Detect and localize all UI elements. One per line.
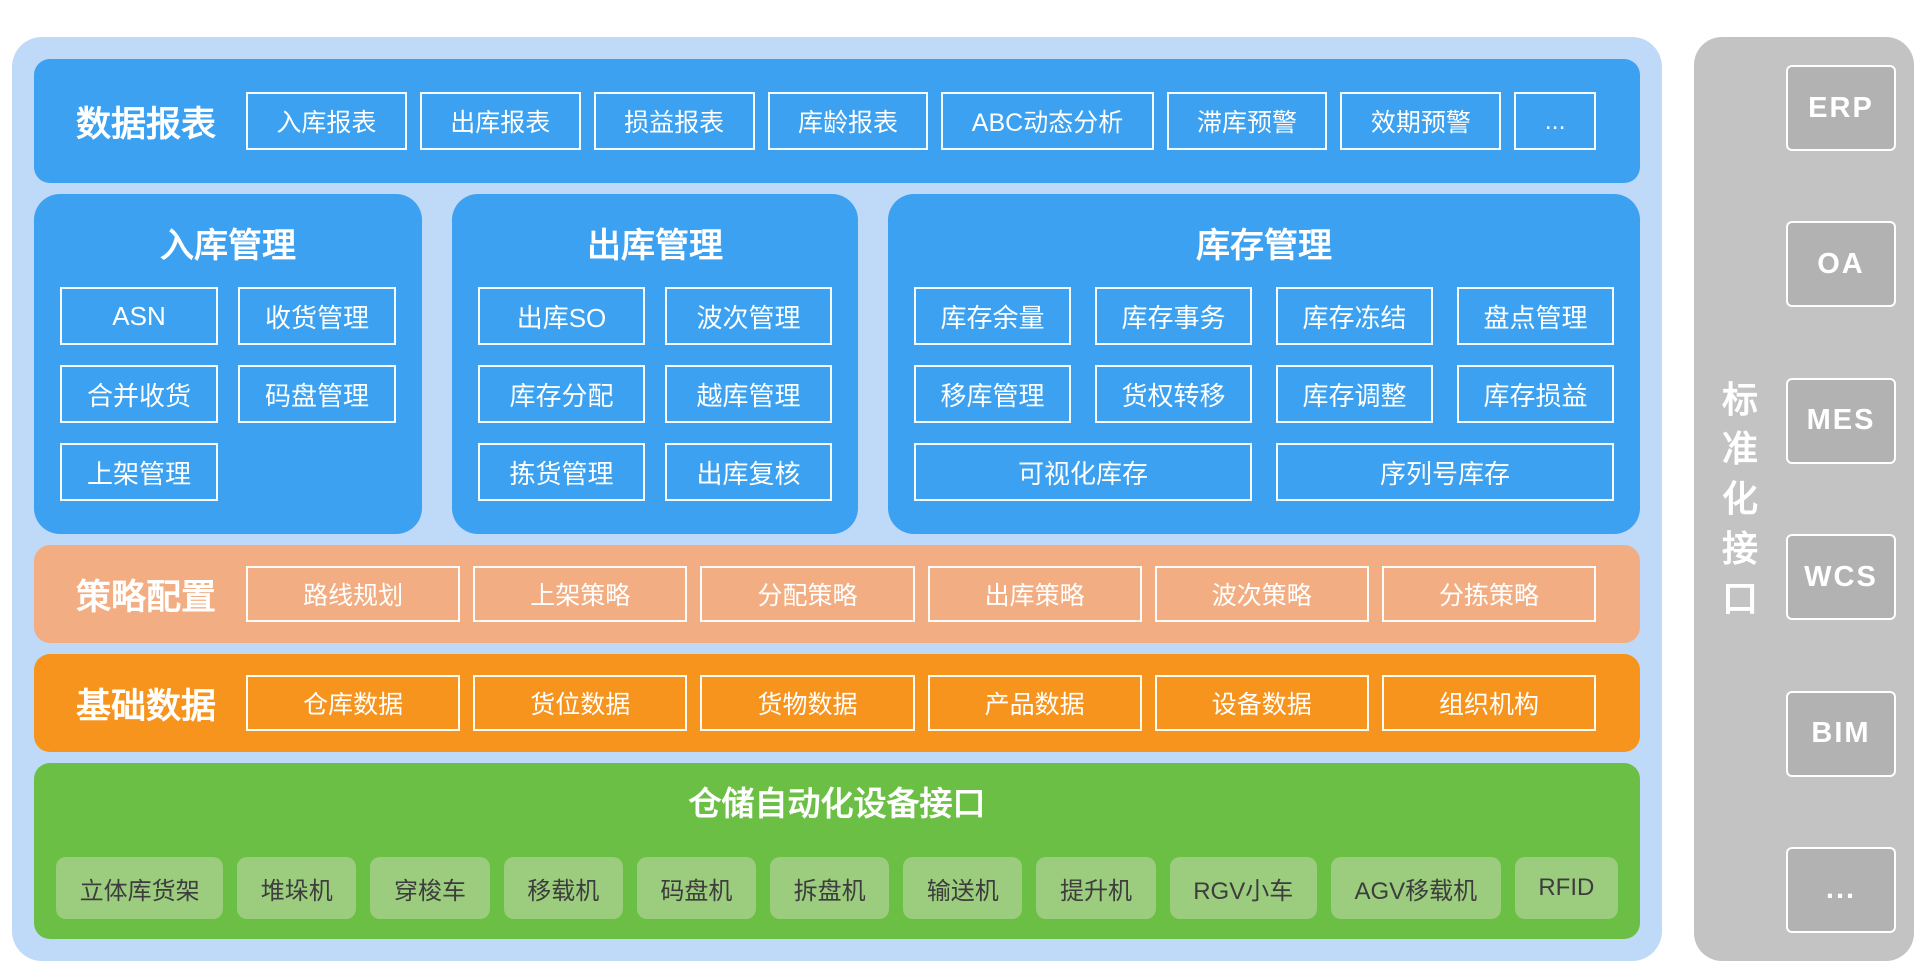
- strategy-item-box: 波次策略: [1154, 566, 1369, 622]
- inbound-item-box: ASN: [60, 287, 218, 345]
- device-item-box: 移载机: [503, 857, 623, 919]
- inventory-item-box: 库存调整: [1276, 365, 1433, 423]
- inventory-item-box: 盘点管理: [1457, 287, 1614, 345]
- inbound-item-box: 合并收货: [60, 365, 218, 423]
- inventory-wide-item-box: 可视化库存: [914, 443, 1252, 501]
- base-data-item-box: 产品数据: [927, 675, 1142, 731]
- base-data-item-box: 货物数据: [700, 675, 915, 731]
- outbound-item-box: 出库复核: [665, 443, 832, 501]
- report-item-box: 效期预警: [1340, 92, 1502, 150]
- device-item-box: 穿梭车: [370, 857, 490, 919]
- panel-outbound-items: 出库SO 波次管理库存分配越库管理拣货管理出库复核: [478, 287, 832, 501]
- inventory-item-box: 库存冻结: [1276, 287, 1433, 345]
- interface-system-box: ...: [1786, 846, 1896, 933]
- outbound-item-box: 越库管理: [665, 365, 832, 423]
- interface-system-box: BIM: [1786, 690, 1896, 777]
- device-item-box: 拆盘机: [770, 857, 890, 919]
- outbound-item-box: 库存分配: [478, 365, 645, 423]
- standard-interface-sidebar: 标准化接口 ERP OA MES WCS BIM...: [1694, 37, 1914, 961]
- report-bar-title: 数据报表: [76, 104, 217, 144]
- sidebar-title: 标准化接口: [1721, 378, 1758, 619]
- report-item-box: ...: [1514, 92, 1596, 150]
- panel-inbound-title: 入库管理: [160, 227, 296, 265]
- panel-inventory-wide-items: 可视化库存序列号库存: [914, 443, 1614, 501]
- panel-inbound-management: 入库管理 ASN 收货管理合并收货码盘管理上架管理: [34, 194, 422, 534]
- inventory-item-box: 货权转移: [1095, 365, 1252, 423]
- base-data-item-box: 组织机构: [1381, 675, 1597, 731]
- device-item-box: 立体库货架: [56, 857, 224, 919]
- panel-inventory-items: 库存余量库存事务库存冻结盘点管理移库管理货权转移库存调整库存损益: [914, 287, 1614, 423]
- strategy-item-box: 分拣策略: [1381, 566, 1597, 622]
- outbound-item-box: 波次管理: [665, 287, 832, 345]
- strategy-bar-title: 策略配置: [76, 577, 217, 617]
- base-data-section: 基础数据 仓库数据货位数据货物数据产品数据设备数据组织机构: [34, 654, 1640, 752]
- device-item-box: RFID: [1514, 857, 1618, 919]
- report-item-box: 入库报表: [246, 92, 407, 150]
- report-item-box: 损益报表: [593, 92, 755, 150]
- base-data-item-box: 货位数据: [473, 675, 688, 731]
- base-data-title: 基础数据: [76, 686, 217, 726]
- inventory-item-box: 库存余量: [914, 287, 1071, 345]
- outbound-item-box: 出库SO: [478, 287, 645, 345]
- strategy-bar-section: 策略配置 路线规划上架策略分配策略出库策略波次策略分拣策略: [34, 545, 1640, 643]
- interface-system-box: OA: [1786, 221, 1896, 308]
- report-item-box: 出库报表: [419, 92, 581, 150]
- strategy-item-box: 分配策略: [700, 566, 915, 622]
- outbound-item-box: 拣货管理: [478, 443, 645, 501]
- base-data-item-box: 设备数据: [1154, 675, 1369, 731]
- strategy-item-box: 上架策略: [473, 566, 688, 622]
- strategy-item-box: 出库策略: [927, 566, 1142, 622]
- panel-inventory-management: 库存管理 库存余量库存事务库存冻结盘点管理移库管理货权转移库存调整库存损益 可视…: [888, 194, 1640, 534]
- inventory-item-box: 库存事务: [1095, 287, 1252, 345]
- panel-outbound-management: 出库管理 出库SO 波次管理库存分配越库管理拣货管理出库复核: [452, 194, 858, 534]
- inventory-wide-item-box: 序列号库存: [1276, 443, 1614, 501]
- panel-inbound-items: ASN 收货管理合并收货码盘管理上架管理: [60, 287, 396, 501]
- interface-system-box: ERP: [1786, 65, 1896, 151]
- sidebar-items: ERP OA MES WCS BIM...: [1786, 65, 1896, 933]
- panel-inventory-title: 库存管理: [1196, 227, 1332, 265]
- device-item-box: 码盘机: [636, 857, 757, 919]
- inbound-item-box: 收货管理: [238, 287, 396, 345]
- panel-outbound-title: 出库管理: [587, 227, 723, 265]
- inbound-item-box: 码盘管理: [238, 365, 396, 423]
- inventory-item-box: 移库管理: [914, 365, 1071, 423]
- inbound-item-box: 上架管理: [60, 443, 218, 501]
- report-item-box: 库龄报表: [767, 92, 929, 150]
- device-interface-title: 仓储自动化设备接口: [688, 785, 986, 822]
- interface-system-box: WCS: [1786, 534, 1896, 621]
- device-item-box: AGV移载机: [1330, 857, 1501, 919]
- inventory-item-box: 库存损益: [1457, 365, 1614, 423]
- interface-system-box: MES: [1786, 377, 1896, 464]
- device-item-box: RGV小车: [1169, 857, 1317, 919]
- report-item-box: ABC动态分析: [941, 92, 1154, 150]
- strategy-bar-items: 路线规划上架策略分配策略出库策略波次策略分拣策略: [246, 566, 1597, 622]
- report-item-box: 滞库预警: [1166, 92, 1328, 150]
- device-item-box: 堆垛机: [237, 857, 357, 919]
- base-data-item-box: 仓库数据: [246, 675, 461, 731]
- device-item-box: 提升机: [1036, 857, 1156, 919]
- device-item-box: 输送机: [903, 857, 1023, 919]
- strategy-item-box: 路线规划: [246, 566, 461, 622]
- base-data-items: 仓库数据货位数据货物数据产品数据设备数据组织机构: [246, 675, 1597, 731]
